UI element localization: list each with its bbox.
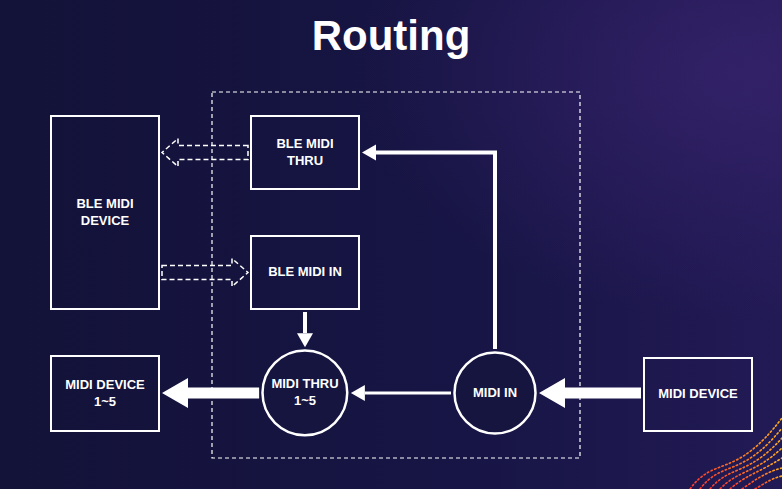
port-circle: MIDI THRU 1~5 <box>261 349 349 437</box>
wave-line <box>700 428 782 489</box>
cable-arrow <box>162 378 259 408</box>
device-box: BLE MIDI DEVICE <box>50 115 160 310</box>
connector-line <box>365 392 451 395</box>
connector-line <box>376 153 495 350</box>
node-label: BLE MIDI THRU <box>262 136 348 170</box>
diagram-title: Routing <box>0 12 782 60</box>
port-circle: MIDI IN <box>453 351 537 435</box>
signal-connector <box>162 259 248 287</box>
signal-connector <box>162 378 259 408</box>
node-text-group: MIDI THRU 1~5 <box>269 376 341 410</box>
wave-line <box>730 458 782 489</box>
wave-line <box>742 468 782 489</box>
node-text-group: BLE MIDI DEVICE <box>62 196 148 230</box>
device-box: MIDI DEVICE <box>643 357 753 432</box>
device-box: MIDI DEVICE 1~5 <box>50 355 160 432</box>
node-label: MIDI DEVICE 1~5 <box>62 377 148 411</box>
node-label: MIDI IN <box>473 385 517 402</box>
node-text-group: MIDI IN <box>473 385 517 402</box>
arrow-head <box>362 145 376 161</box>
device-boundary <box>212 92 580 458</box>
node-text-group: MIDI DEVICE 1~5 <box>62 377 148 411</box>
arrow-head <box>351 385 365 401</box>
node-label: BLE MIDI IN <box>268 264 342 281</box>
signal-connector <box>162 139 248 167</box>
device-box: BLE MIDI IN <box>250 235 360 310</box>
wave-line <box>690 418 782 489</box>
signal-connector <box>297 312 313 347</box>
circle-shape <box>455 353 536 434</box>
wave-line <box>720 448 782 489</box>
wireless-arrow <box>162 259 248 287</box>
connector-line <box>303 312 307 333</box>
signal-connector <box>539 378 641 408</box>
node-label: MIDI THRU 1~5 <box>269 376 341 410</box>
node-text-group: MIDI DEVICE <box>658 386 737 403</box>
signal-connector <box>362 145 495 350</box>
node-text-group: BLE MIDI IN <box>268 264 342 281</box>
dot-waveform <box>690 418 782 489</box>
wave-line <box>710 438 782 489</box>
wave-line <box>755 476 782 489</box>
node-label: MIDI DEVICE <box>658 386 737 403</box>
node-text-group: BLE MIDI THRU <box>262 136 348 170</box>
circle-shape <box>263 351 348 436</box>
device-box: BLE MIDI THRU <box>250 115 360 190</box>
node-label: BLE MIDI DEVICE <box>62 196 148 230</box>
signal-connector <box>351 385 451 401</box>
arrow-head <box>297 333 313 347</box>
cable-arrow <box>539 378 641 408</box>
wireless-arrow <box>162 139 248 167</box>
